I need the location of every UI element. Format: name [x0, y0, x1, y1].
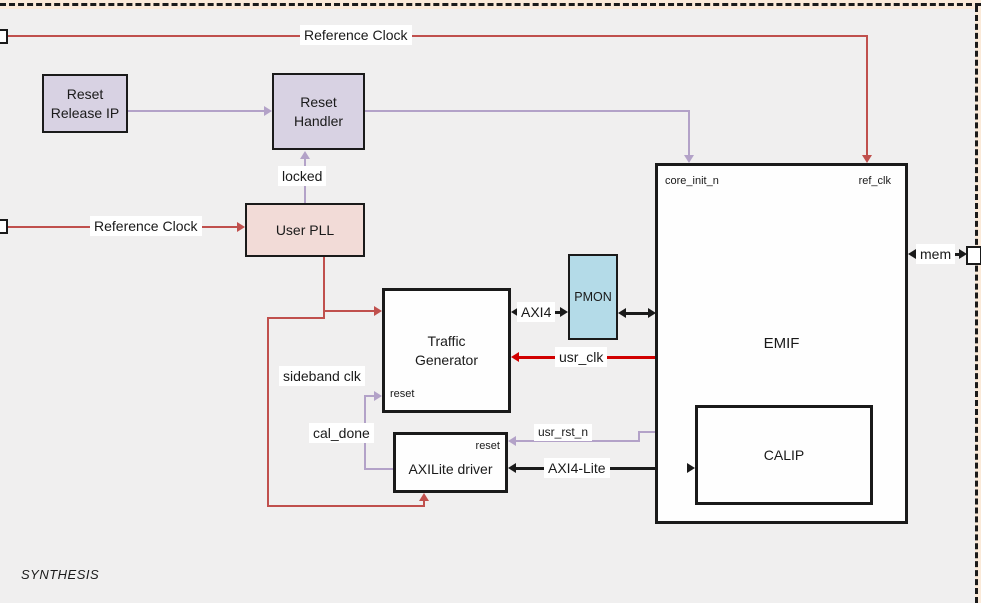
frame-strip-right	[975, 9, 981, 603]
wire-sideband-top	[267, 317, 325, 319]
port-reference-clock-top	[0, 29, 8, 44]
block-reset-release-label: Reset Release IP	[50, 86, 120, 121]
wire-sideband-riser	[423, 500, 425, 507]
axilite-reset-port-label: reset	[475, 440, 500, 452]
label-sideband-clk: sideband clk	[279, 366, 365, 386]
label-cal-done: cal_done	[309, 423, 374, 443]
block-calip-label: CALIP	[763, 446, 805, 463]
label-usr-rst-n: usr_rst_n	[534, 424, 593, 441]
arrowhead-into-user-pll	[237, 222, 245, 232]
arrowhead-into-axilite-bottom	[419, 493, 429, 501]
port-reference-clock-left	[0, 219, 8, 234]
block-axilite-driver: AXILite driver reset	[393, 432, 508, 493]
label-reference-clock-left: Reference Clock	[90, 216, 202, 236]
arrowhead-ref-clk-into-emif	[862, 155, 872, 163]
arrowhead-pmon-left	[618, 308, 626, 318]
label-reference-clock-top: Reference Clock	[300, 25, 412, 45]
wire-sideband-bottom	[267, 505, 425, 507]
block-reset-release-ip: Reset Release IP	[42, 74, 128, 133]
block-traffic-generator: Traffic Generator reset	[382, 288, 511, 413]
label-mem: mem	[916, 244, 956, 264]
arrowhead-into-reset-handler	[264, 106, 272, 116]
block-user-pll: User PLL	[245, 203, 365, 257]
arrowhead-locked-into-handler	[300, 151, 310, 159]
arrowhead-usr-rst-into-axilite	[508, 436, 516, 446]
wire-rrip-to-handler	[128, 110, 265, 112]
label-usr-clk: usr_clk	[555, 347, 608, 367]
arrowhead-usr-clk-into-tg	[511, 352, 519, 362]
wire-pmon-emif	[624, 312, 650, 315]
block-reset-handler-label: Reset Handler	[293, 94, 344, 129]
emif-ref-clk-port-label: ref_clk	[858, 175, 891, 187]
tg-reset-port-label: reset	[390, 388, 415, 400]
boundary-dashed-line-top	[0, 3, 981, 6]
wire-pll-to-tg	[323, 310, 375, 312]
wire-reference-clock-top	[8, 35, 868, 37]
label-locked: locked	[278, 166, 327, 186]
wire-handler-to-emif-drop	[688, 110, 690, 156]
block-calip: CALIP	[695, 405, 873, 505]
port-mem	[966, 246, 981, 265]
wire-sideband-vertical	[267, 317, 269, 507]
arrowhead-into-traffic-generator	[374, 306, 382, 316]
arrowhead-axi4-right	[560, 307, 568, 317]
arrowhead-axi4-left	[511, 307, 519, 317]
wire-usr-rst-n-jog	[638, 431, 640, 442]
synthesis-note: SYNTHESIS	[21, 567, 100, 582]
wire-usr-rst-n-stub	[638, 431, 656, 433]
arrowhead-pmon-right	[648, 308, 656, 318]
arrowhead-core-init-into-emif	[684, 155, 694, 163]
label-axi4-lite: AXI4-Lite	[544, 458, 610, 478]
arrowhead-axi4lite-left	[508, 463, 516, 473]
arrowhead-mem-right	[959, 249, 967, 259]
wire-usr-rst-n	[515, 440, 640, 442]
wire-reference-clock-top-drop	[866, 35, 868, 156]
wire-pll-out-drop	[323, 257, 325, 319]
block-pmon: PMON	[568, 254, 618, 340]
block-reset-handler: Reset Handler	[272, 73, 365, 150]
wire-caldone-to-axilite	[364, 468, 393, 470]
wire-handler-to-emif	[365, 110, 690, 112]
block-axilite-driver-label: AXILite driver	[408, 460, 493, 477]
wire-caldone-to-tg-reset	[364, 395, 376, 397]
block-traffic-generator-label: Traffic Generator	[414, 333, 479, 368]
block-user-pll-label: User PLL	[275, 221, 335, 238]
arrowhead-into-tg-reset	[374, 391, 382, 401]
block-pmon-label: PMON	[574, 289, 612, 304]
arrowhead-mem-left	[908, 249, 916, 259]
emif-core-init-port-label: core_init_n	[665, 175, 719, 187]
block-emif-label: EMIF	[763, 334, 800, 352]
boundary-dashed-line-right	[975, 6, 978, 603]
label-axi4: AXI4	[517, 302, 556, 322]
arrowhead-axi4lite-right	[687, 463, 695, 473]
